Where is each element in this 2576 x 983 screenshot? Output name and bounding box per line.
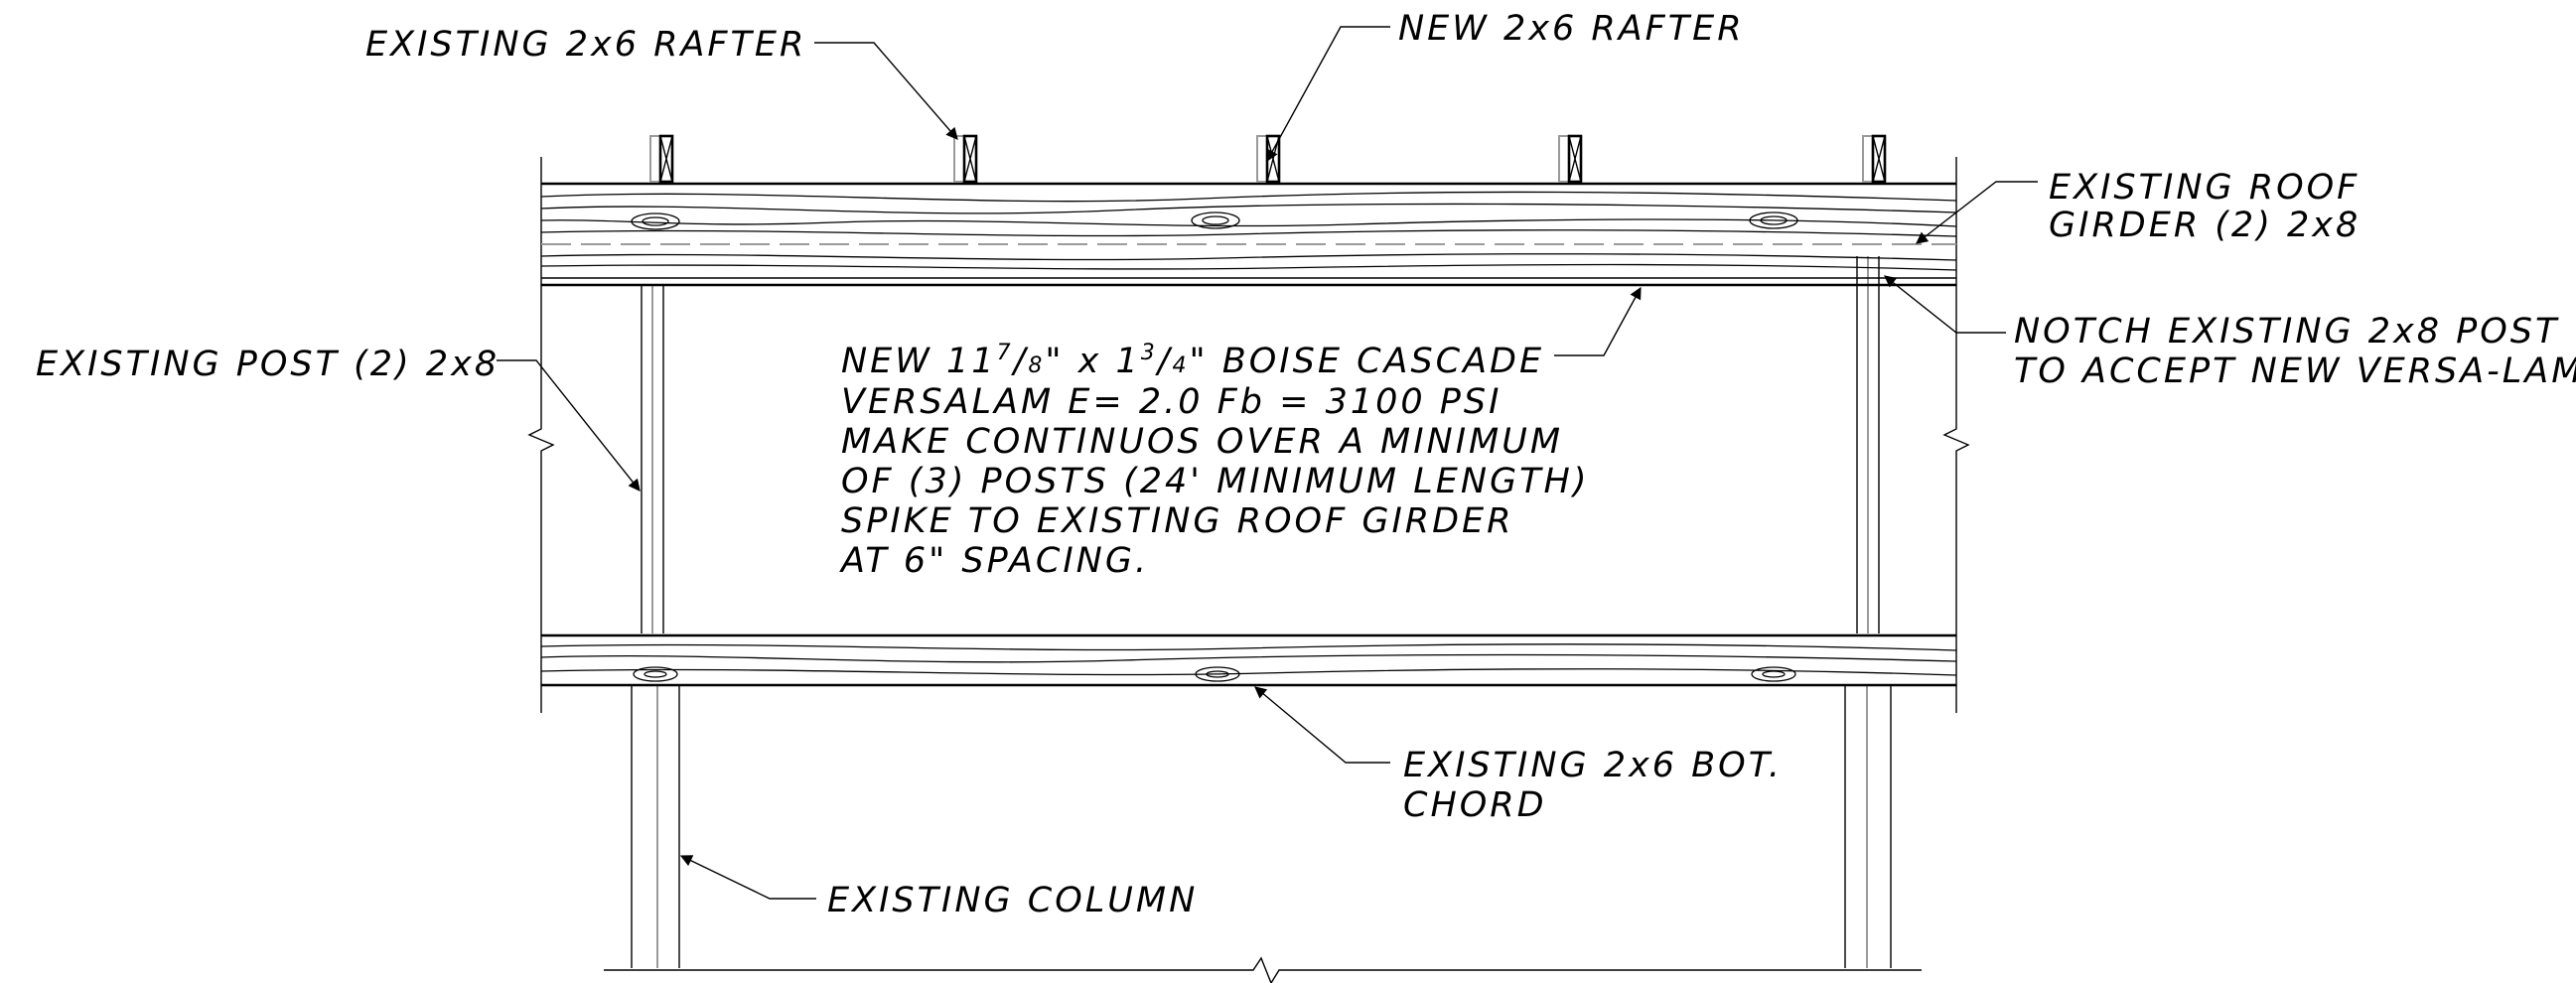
notch-post-label-line1: NOTCH EXISTING 2x8 POST bbox=[2014, 312, 2559, 351]
right-break-line bbox=[1942, 157, 1970, 713]
versalam-note-line1: NEW 117/8" x 13/4" BOISE CASCADE bbox=[841, 341, 1544, 381]
rafter-2 bbox=[953, 134, 978, 184]
versalam-note-line2: VERSALAM E= 2.0 Fb = 3100 PSI bbox=[841, 382, 1502, 422]
rafter-4 bbox=[1558, 134, 1583, 184]
versalam-note-line6: AT 6" SPACING. bbox=[839, 541, 1149, 581]
leader-new-rafter bbox=[1266, 26, 1390, 163]
bottom-chord-label-line2: CHORD bbox=[1403, 785, 1547, 825]
leader-notch-post bbox=[1884, 275, 2006, 334]
leader-bottom-chord bbox=[1254, 686, 1390, 764]
versalam-note-line4: OF (3) POSTS (24' MINIMUM LENGTH) bbox=[841, 462, 1589, 501]
versalam-note: NEW 117/8" x 13/4" BOISE CASCADE VERSALA… bbox=[839, 341, 1589, 581]
leader-roof-girder bbox=[1916, 181, 2038, 244]
left-post bbox=[641, 286, 664, 633]
left-break-line bbox=[527, 157, 555, 713]
existing-column-label: EXISTING COLUMN bbox=[827, 881, 1198, 920]
versalam-note-line5: SPIKE TO EXISTING ROOF GIRDER bbox=[841, 501, 1513, 541]
leader-existing-rafter bbox=[814, 42, 958, 140]
right-post bbox=[1856, 256, 1880, 633]
rafter-5 bbox=[1862, 134, 1887, 184]
new-rafter-label: NEW 2x6 RAFTER bbox=[1398, 9, 1745, 49]
left-column bbox=[631, 685, 680, 968]
bottom-chord bbox=[540, 633, 1957, 687]
leader-versalam bbox=[1554, 286, 1642, 356]
right-column bbox=[1844, 685, 1892, 968]
existing-rafter-label: EXISTING 2x6 RAFTER bbox=[365, 25, 806, 65]
roof-girder-label-line1: EXISTING ROOF bbox=[2049, 168, 2360, 208]
notch-post-label-line2: TO ACCEPT NEW VERSA-LAM bbox=[2014, 351, 2576, 391]
bottom-break-line bbox=[604, 956, 1922, 983]
leader-existing-post bbox=[497, 359, 641, 492]
rafter-1 bbox=[649, 134, 674, 184]
versalam-note-line3: MAKE CONTINUOS OVER A MINIMUM bbox=[841, 422, 1563, 462]
bottom-chord-label-line1: EXISTING 2x6 BOT. bbox=[1403, 746, 1783, 785]
roof-girder bbox=[540, 182, 1957, 287]
leader-existing-column bbox=[679, 855, 816, 900]
roof-girder-label-line2: GIRDER (2) 2x8 bbox=[2049, 206, 2361, 245]
existing-post-label: EXISTING POST (2) 2x8 bbox=[36, 345, 500, 384]
